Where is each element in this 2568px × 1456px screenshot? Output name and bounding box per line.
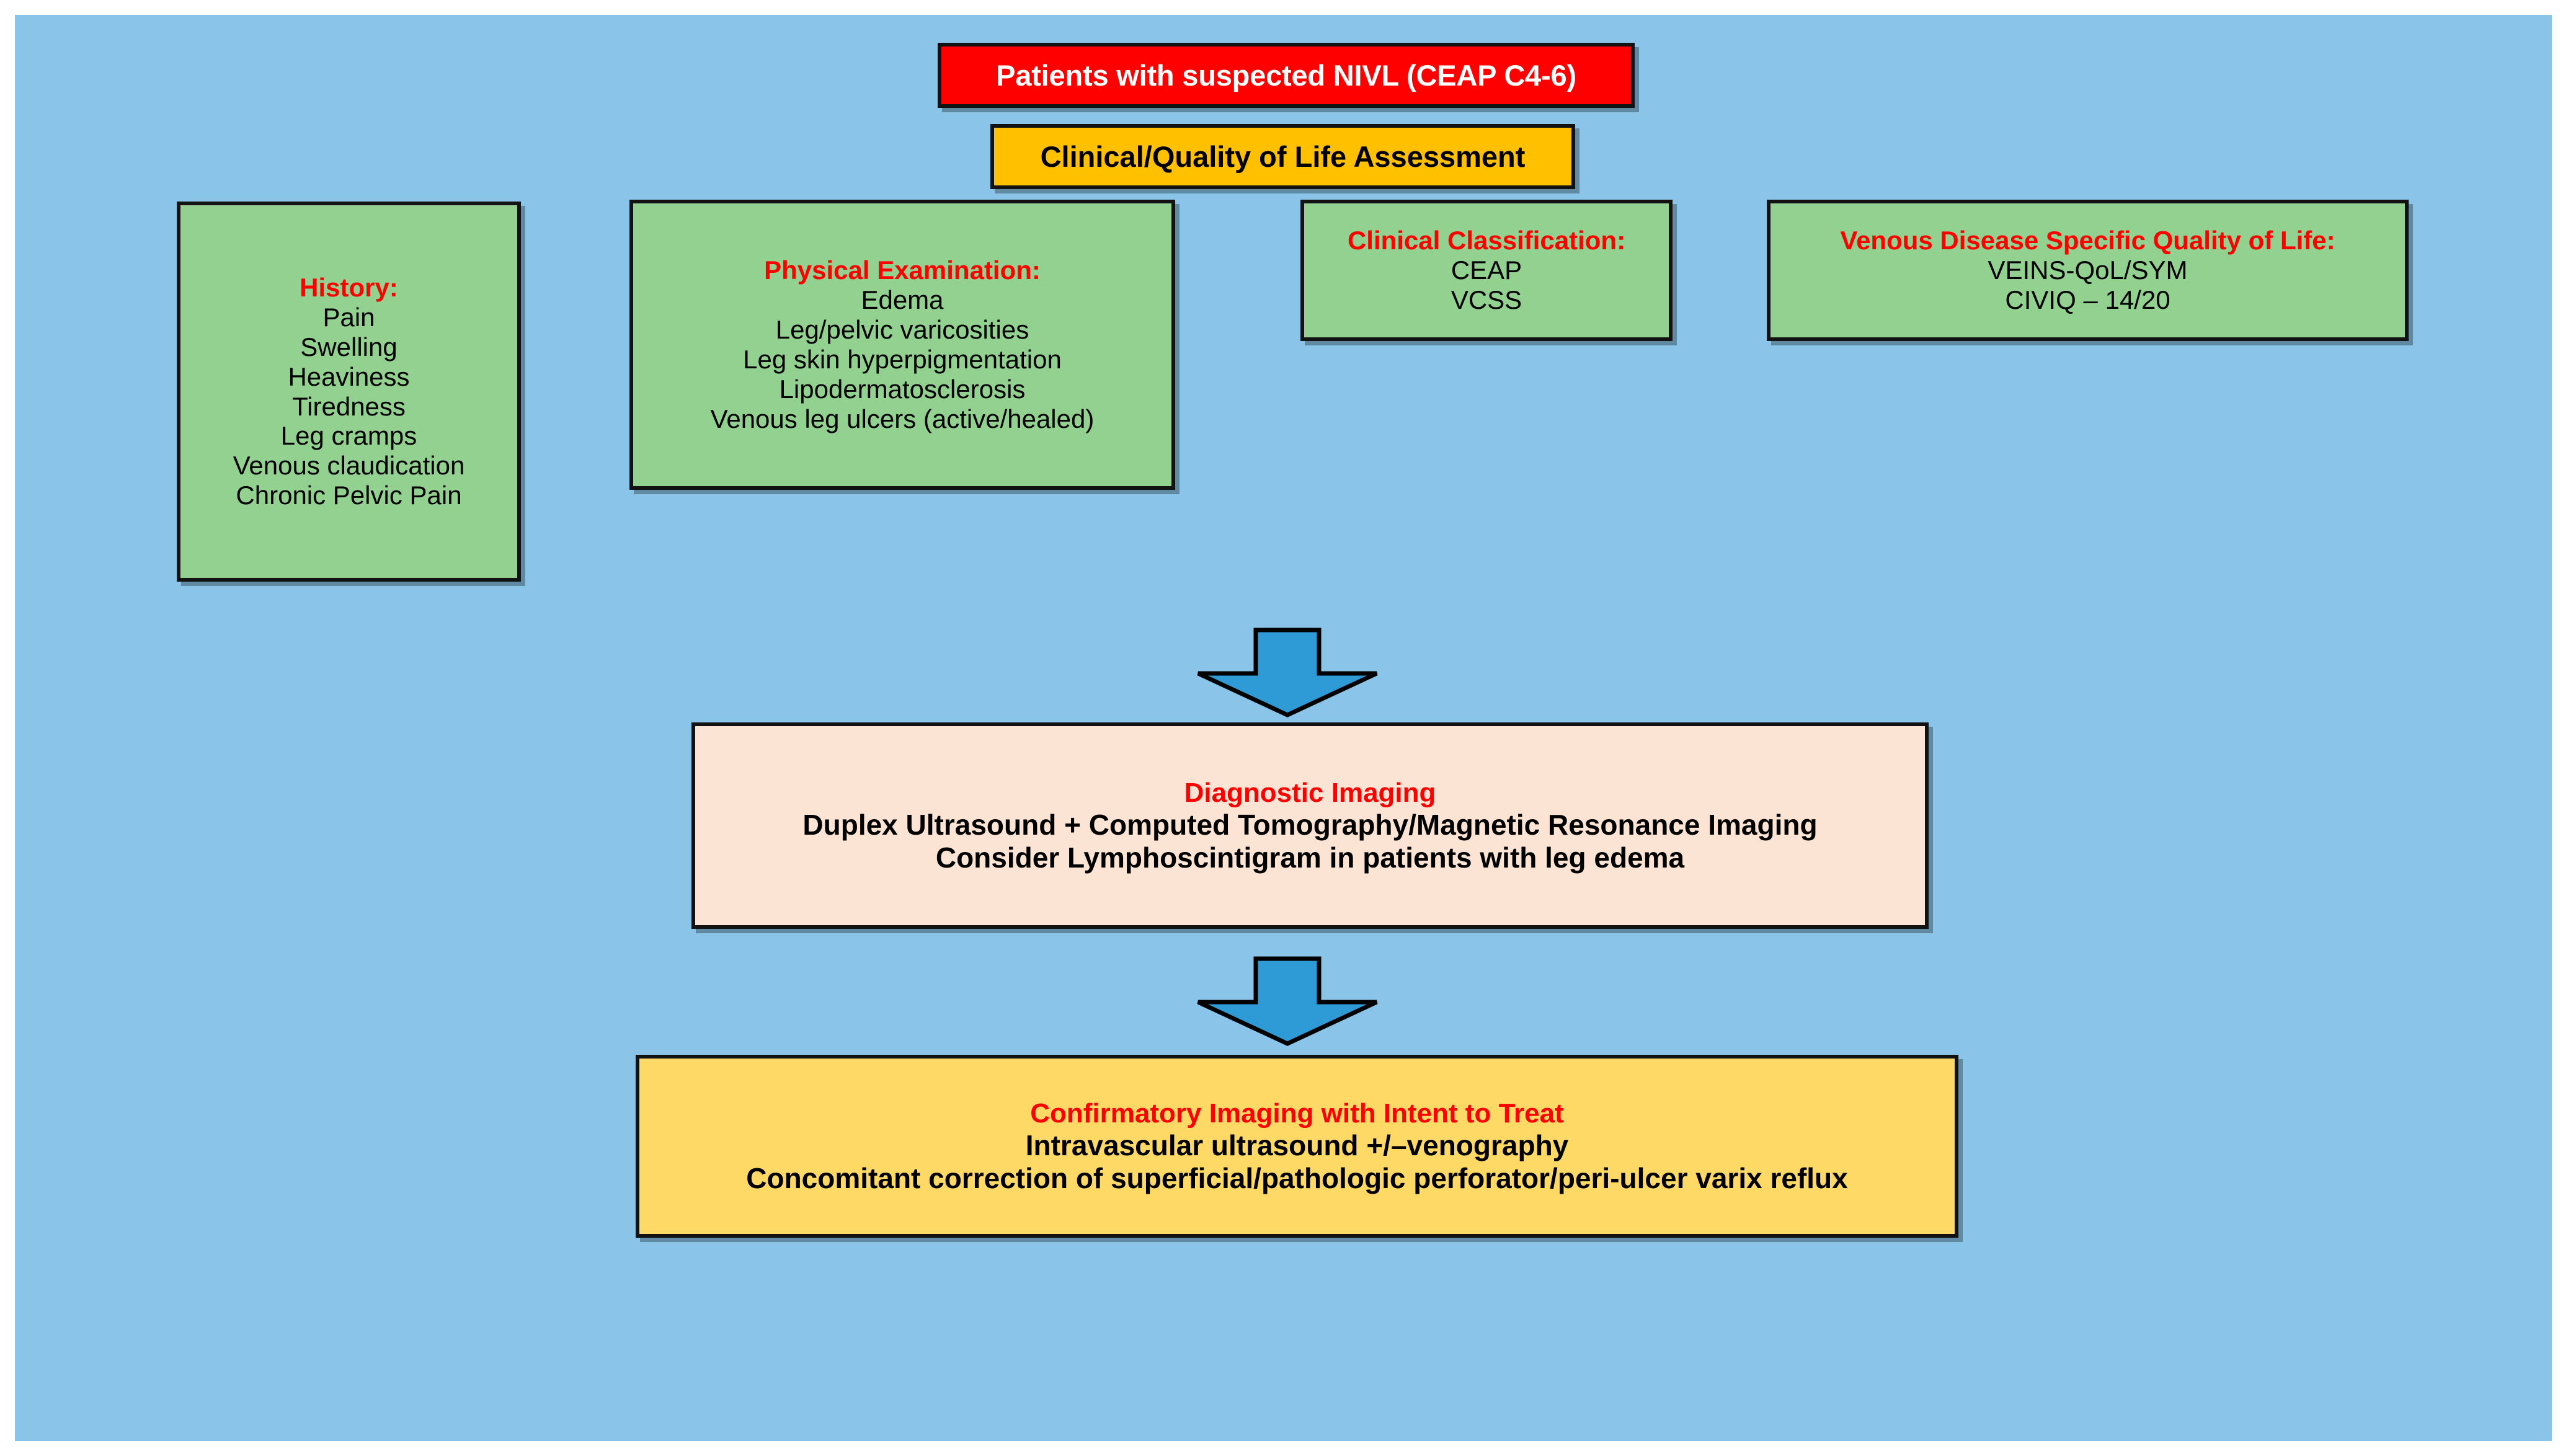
node-history-item: Tiredness [292,391,406,421]
node-physical-examination-item: Edema [861,285,944,315]
node-diagnostic-imaging-item: Consider Lymphoscintigram in patients wi… [935,841,1685,874]
node-venous-disease-qol-item: VEINS-QoL/SYM [1988,255,2188,285]
node-clinical-classification: Clinical Classification: CEAP VCSS [1300,200,1673,341]
node-confirmatory-imaging-header: Confirmatory Imaging with Intent to Trea… [1030,1098,1564,1129]
down-arrow-icon [1193,628,1382,717]
node-physical-examination-header: Physical Examination: [764,255,1041,285]
node-venous-disease-qol: Venous Disease Specific Quality of Life:… [1767,200,2409,341]
node-clinical-qol-assessment-label: Clinical/Quality of Life Assessment [1040,140,1526,173]
node-venous-disease-qol-header: Venous Disease Specific Quality of Life: [1840,226,2335,255]
node-diagnostic-imaging: Diagnostic Imaging Duplex Ultrasound + C… [691,722,1929,929]
node-physical-examination-item: Leg skin hyperpigmentation [743,345,1062,374]
down-arrow-icon [1193,956,1382,1046]
node-suspected-nivl-label: Patients with suspected NIVL (CEAP C4-6) [996,58,1576,92]
node-suspected-nivl: Patients with suspected NIVL (CEAP C4-6) [938,43,1635,108]
node-history-header: History: [300,273,398,302]
node-history-item: Pain [322,302,375,332]
node-clinical-classification-item: VCSS [1451,285,1522,314]
node-physical-examination-item: Leg/pelvic varicosities [775,315,1029,345]
node-confirmatory-imaging-item: Concomitant correction of superficial/pa… [746,1161,1848,1194]
node-history-item: Heaviness [288,362,410,391]
node-history-item: Venous claudication [233,451,465,481]
node-clinical-qol-assessment: Clinical/Quality of Life Assessment [990,124,1575,189]
node-venous-disease-qol-item: CIVIQ – 14/20 [2005,285,2170,314]
node-clinical-classification-header: Clinical Classification: [1347,226,1626,255]
node-confirmatory-imaging-item: Intravascular ultrasound +/–venography [1025,1129,1569,1162]
node-history: History: Pain Swelling Heaviness Tiredne… [177,202,521,582]
node-confirmatory-imaging: Confirmatory Imaging with Intent to Trea… [636,1055,1958,1238]
node-diagnostic-imaging-item: Duplex Ultrasound + Computed Tomography/… [802,809,1818,841]
flowchart-canvas: Patients with suspected NIVL (CEAP C4-6)… [15,15,2552,1441]
node-clinical-classification-item: CEAP [1451,255,1522,285]
node-physical-examination-item: Lipodermatosclerosis [779,374,1026,404]
node-history-item: Chronic Pelvic Pain [236,481,462,510]
node-history-item: Leg cramps [280,421,417,451]
node-history-item: Swelling [300,332,398,362]
node-diagnostic-imaging-header: Diagnostic Imaging [1184,777,1436,808]
node-physical-examination: Physical Examination: Edema Leg/pelvic v… [629,200,1175,490]
node-physical-examination-item: Venous leg ulcers (active/healed) [710,404,1095,433]
